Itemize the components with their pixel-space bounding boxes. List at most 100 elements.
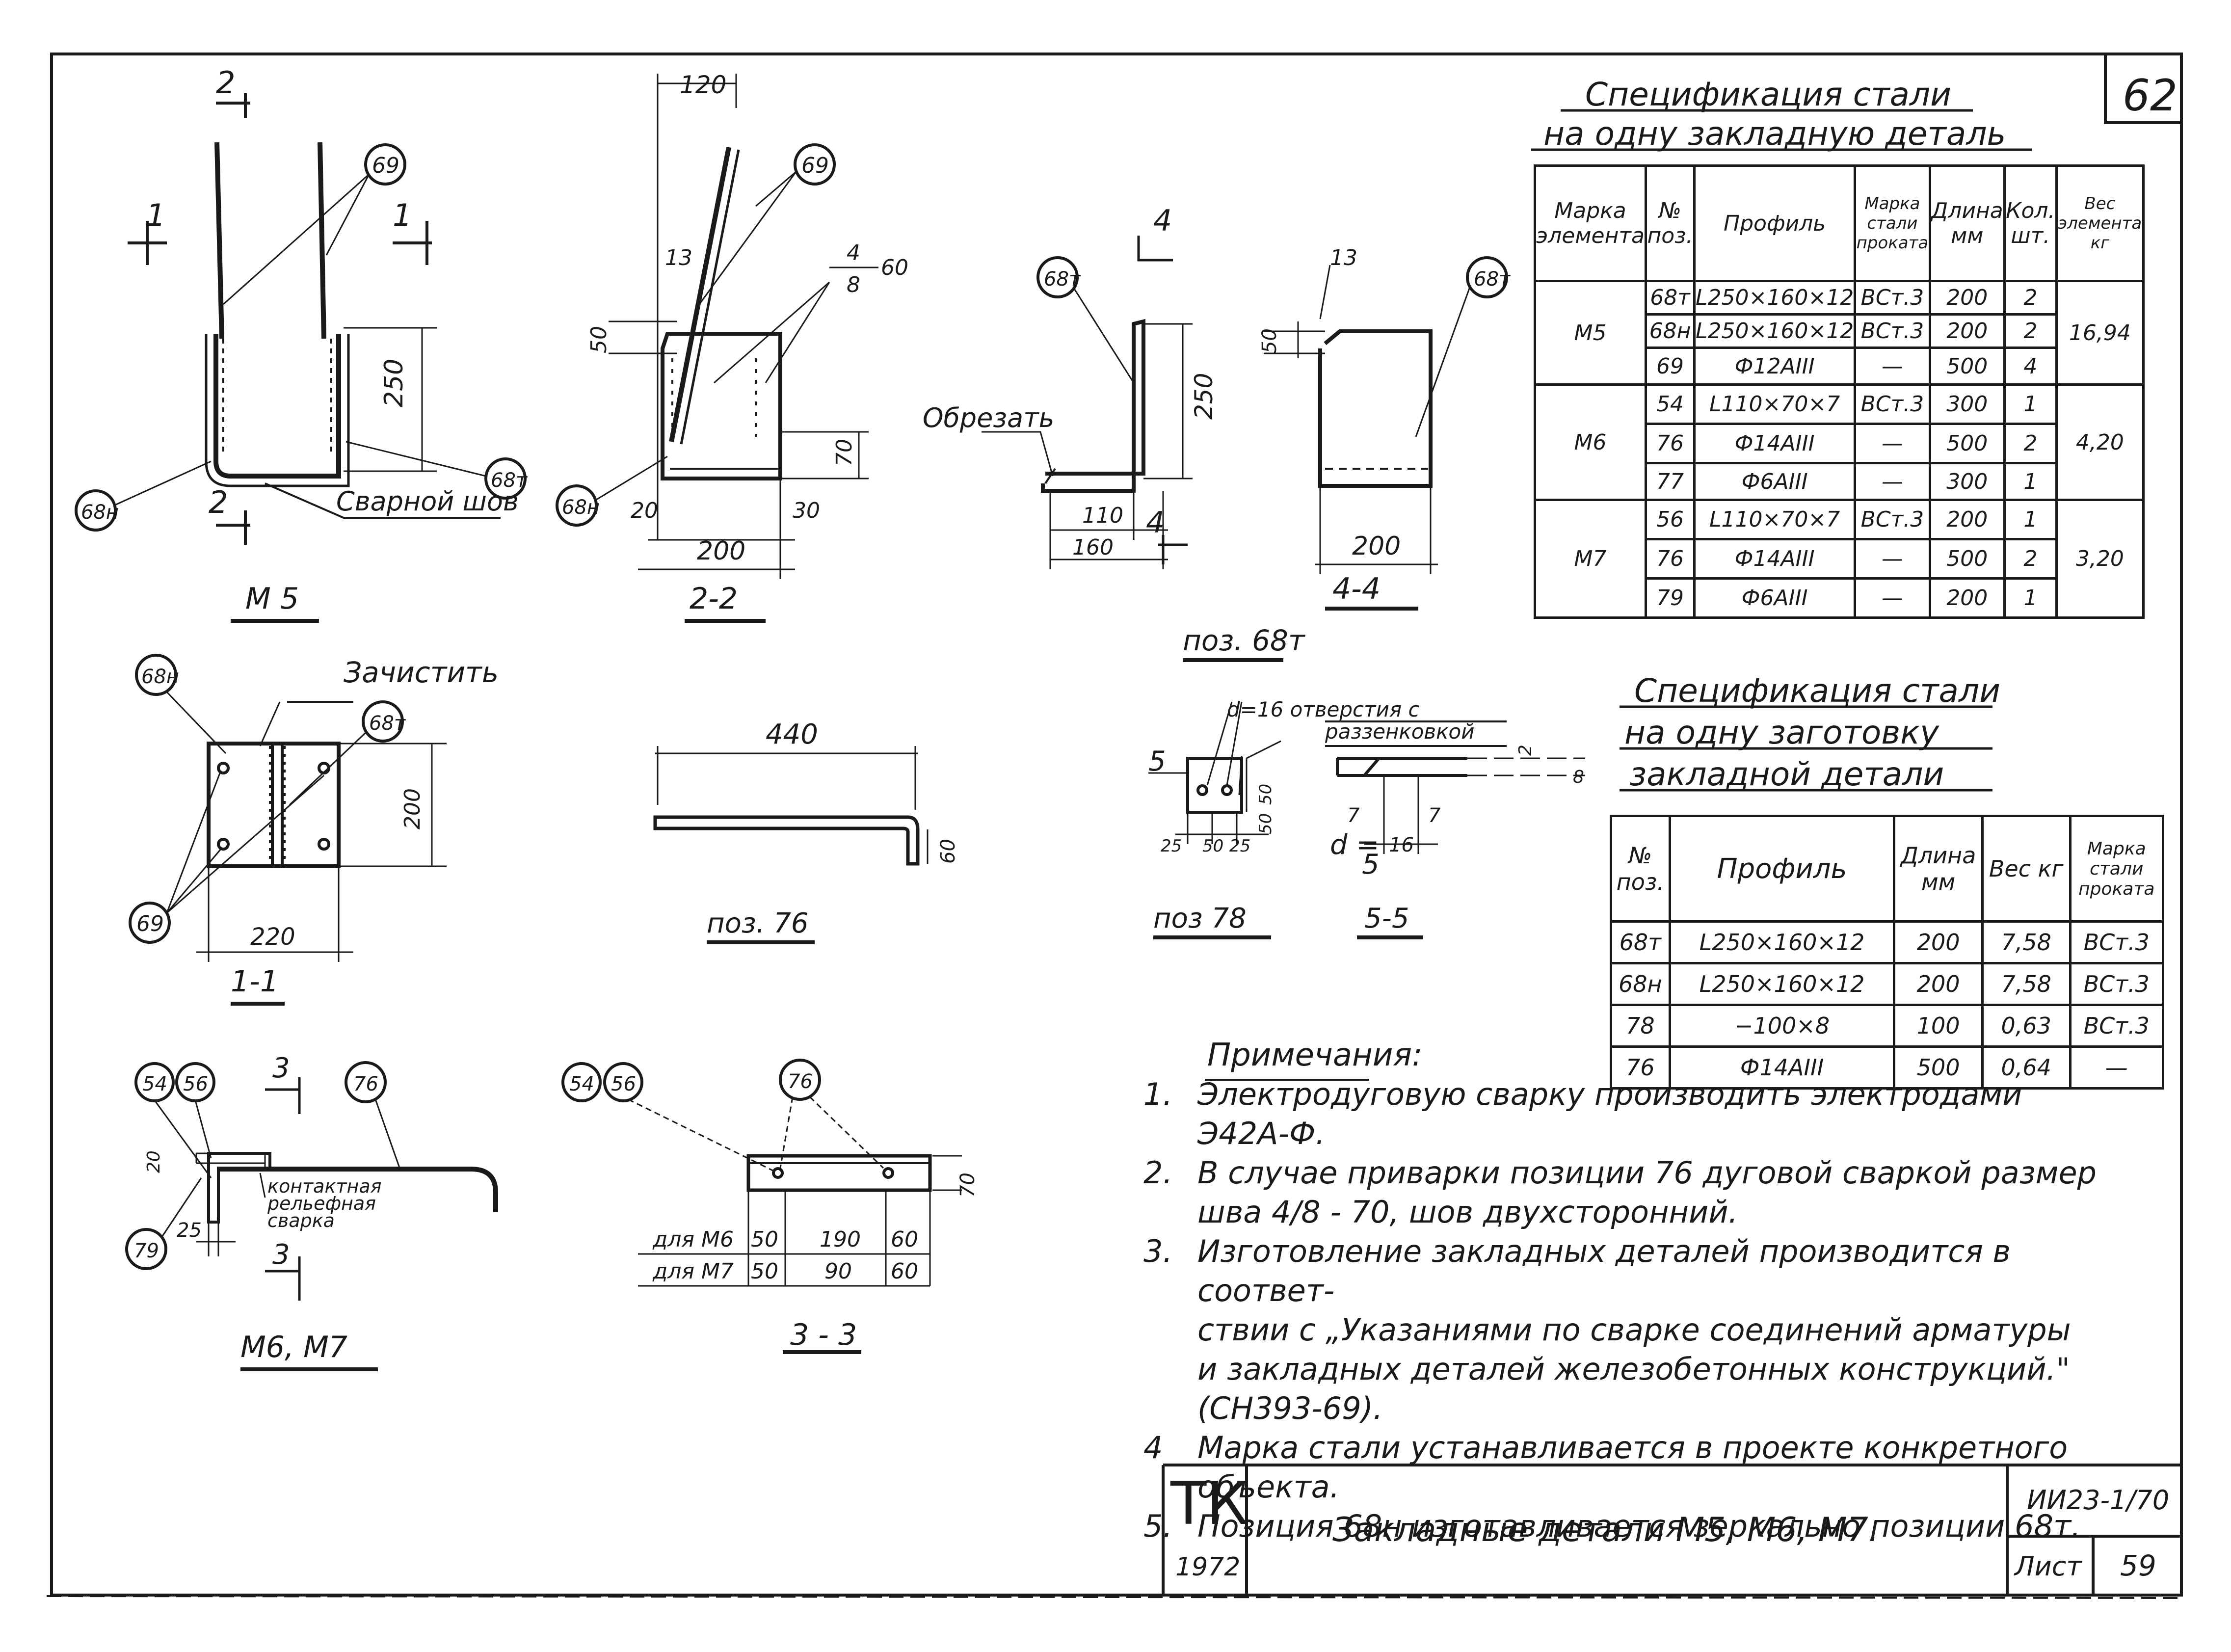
m67-weld-label: рельефная (267, 1193, 376, 1214)
s22-dim: 20 (631, 498, 658, 523)
table-row: 68н L250×160×12 ВСт.3 200 2 (1535, 313, 2144, 349)
pos78-section-mark: 5 (1362, 849, 1380, 880)
s22-dim: 200 (697, 536, 745, 566)
m5-pos-68t: 68т (491, 469, 528, 492)
title-block-sheet-label: Лист (2014, 1551, 2082, 1582)
note-item: 1. Электродуговую сварку производить эле… (1143, 1075, 2100, 1153)
s22-weld-top: 4 (847, 240, 860, 266)
spec1-profile: Ф14АIII (1693, 423, 1857, 464)
spec2-length: 100 (1893, 1004, 1984, 1048)
s33-row-value: 190 (820, 1227, 861, 1252)
spec2-profile: L250×160×12 (1668, 920, 1896, 964)
spec1-qty: 4 (2003, 346, 2058, 386)
spec1-qty: 1 (2003, 577, 2058, 619)
spec1-steel: ВСт.3 (1854, 499, 1931, 540)
spec2-steel: ВСт.3 (2069, 920, 2165, 964)
spec1-profile: Ф6АIII (1693, 577, 1857, 619)
spec2-steel: ВСт.3 (2069, 962, 2165, 1006)
s33-pos-56: 56 (611, 1073, 636, 1095)
spec2-steel: ВСт.3 (2069, 1004, 2165, 1048)
spec2-subtitle: на одну заготовку (1624, 714, 1939, 751)
spec2-pos: 68т (1610, 920, 1671, 964)
table-row: 78 −100×8 100 0,63 ВСт.3 (1610, 1004, 2165, 1048)
spec1-header: Вес элемента кг (2055, 164, 2145, 282)
spec1-table: Марка элемента № поз. Профиль Марка стал… (1534, 164, 2145, 619)
spec2-pos: 78 (1610, 1004, 1671, 1048)
note-line: шва 4/8 - 70, шов двухсторонний. (1197, 1194, 1738, 1230)
s33-pos-76: 76 (788, 1070, 813, 1093)
note-line: Электродуговую сварку производить электр… (1197, 1076, 2022, 1151)
m5-pos-69: 69 (372, 153, 399, 178)
m67-section-mark: 3 (272, 1052, 290, 1084)
spec1-qty: 2 (2003, 538, 2058, 580)
pos78-dim: 50 (1256, 813, 1275, 834)
spec2-steel: — (2069, 1045, 2165, 1090)
s33-title: 3 - 3 (790, 1318, 857, 1352)
table-row: 68н L250×160×12 200 7,58 ВСт.3 (1610, 962, 2165, 1006)
spec1-steel: ВСт.3 (1854, 313, 1931, 349)
m67-pos-76: 76 (353, 1073, 378, 1095)
s44-pos-68t: 68т (1474, 268, 1511, 291)
spec2-header: № поз. (1610, 815, 1671, 923)
sheet-frame (50, 53, 2183, 1597)
s44-title: 4-4 (1332, 572, 1381, 606)
spec1-profile: L250×160×12 (1693, 280, 1857, 316)
s55-dim: 8 (1573, 767, 1584, 787)
pos68t-dim: 110 (1082, 503, 1123, 528)
m67-section-mark: 3 (272, 1239, 290, 1271)
spec2-header: Профиль (1668, 815, 1896, 923)
spec1-length: 200 (1928, 280, 2006, 316)
spec2-header: Марка стали проката (2069, 815, 2165, 923)
s22-pos-69: 69 (801, 153, 829, 178)
spec2-profile: L250×160×12 (1668, 962, 1896, 1006)
note-number: 1. (1143, 1076, 1173, 1112)
s55-title: 5-5 (1364, 903, 1409, 934)
s33-row-label: для М6 (652, 1227, 734, 1252)
spec1-pos: 76 (1644, 423, 1696, 464)
note-line: объекта. (1197, 1469, 1340, 1505)
spec2-length: 500 (1893, 1045, 1984, 1090)
m67-weld-label: контактная (267, 1175, 382, 1197)
m5-title: М 5 (245, 582, 299, 616)
s22-pos-68n: 68н (562, 496, 600, 519)
pos76-dim: 440 (766, 719, 818, 750)
title-block-year: 1972 (1175, 1552, 1240, 1582)
s11-pos-68n: 68н (141, 666, 179, 688)
spec1-steel: — (1854, 577, 1931, 619)
spec1-length: 500 (1928, 346, 2006, 386)
s11-dim: 200 (400, 788, 425, 829)
s22-weld-length: 60 (881, 255, 908, 280)
spec1-qty: 2 (2003, 423, 2058, 464)
spec1-weight: 3,20 (2055, 499, 2145, 619)
s55-dim: 16 (1389, 834, 1414, 856)
table-row: М6 54 L110×70×7 ВСт.3 300 1 4,20 (1534, 383, 2145, 501)
s22-dim: 70 (832, 439, 857, 466)
m67-pos-56: 56 (183, 1073, 208, 1095)
pos68t-section-mark: 4 (1146, 506, 1165, 540)
s44-dim: 13 (1330, 245, 1357, 270)
pos68t-pos-68t: 68т (1044, 268, 1081, 291)
m5-section-mark: 1 (146, 197, 165, 233)
pos68t-dim: 250 (1190, 373, 1218, 420)
note-line: Изготовление закладных деталей производи… (1197, 1233, 2011, 1308)
m5-section-mark: 1 (393, 197, 412, 233)
note-item: 3. Изготовление закладных деталей произв… (1143, 1232, 2100, 1428)
s33-row-value: 90 (824, 1259, 852, 1284)
table-row: 76 Ф14АIII — 500 2 (1535, 423, 2144, 464)
spec1-pos: 69 (1644, 346, 1696, 386)
note-line: ствии с „Указаниями по сварке соединений… (1197, 1312, 2071, 1348)
spec1-pos: 56 (1644, 499, 1696, 540)
spec1-profile: Ф14АIII (1693, 538, 1857, 580)
spec2-header: Длина мм (1893, 815, 1984, 923)
m67-title: М6, М7 (240, 1330, 347, 1364)
spec1-length: 300 (1928, 462, 2006, 501)
pos76-dim: 60 (937, 839, 959, 864)
m67-weld-label: сварка (267, 1210, 335, 1231)
view-m6-m7 (125, 1061, 498, 1371)
notes-title: Примечания: (1207, 1037, 1423, 1073)
spec1-profile: L110×70×7 (1693, 383, 1857, 425)
s33-row-label: для М7 (652, 1259, 734, 1284)
view-pos-78 (1148, 701, 1585, 939)
spec1-weight: 16,94 (2055, 280, 2145, 386)
